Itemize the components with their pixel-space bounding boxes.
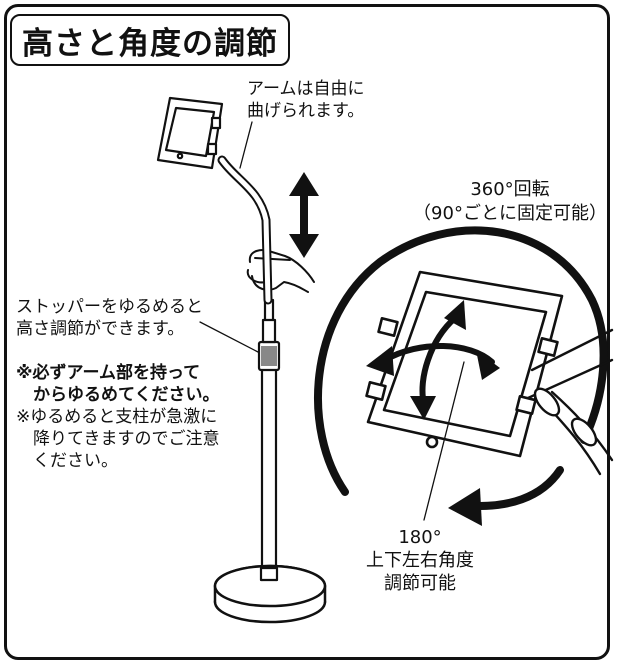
tilt-note-line3: 調節可能 xyxy=(384,573,456,594)
stopper-note-line1: ストッパーをゆるめると xyxy=(16,297,203,317)
horizontal-tilt-arrow-icon xyxy=(366,342,500,380)
rotation-note-line1: 360°回転 xyxy=(470,179,550,200)
tilt-note-line2: 上下左右角度 xyxy=(366,550,474,571)
tilt-note: 180° 上下左右角度 調節可能 xyxy=(360,526,480,595)
mount-arm-icon xyxy=(526,328,614,476)
tilt-note-line1: 180° xyxy=(398,527,442,548)
height-arrow-icon xyxy=(289,172,319,258)
warning-normal-line2: 降りてきますのでご注意 xyxy=(16,429,220,449)
stopper-icon xyxy=(257,318,281,372)
warning-bold-line1: ※必ずアーム部を持って xyxy=(16,363,201,383)
arm-note-line1: アームは自由に xyxy=(247,79,365,99)
small-tablet-icon xyxy=(156,96,224,170)
warning-normal-line1: ※ゆるめると支柱が急激に xyxy=(16,407,218,427)
large-tablet-icon xyxy=(365,270,564,458)
leader-line-tilt xyxy=(423,361,465,521)
base-icon xyxy=(213,564,327,624)
vertical-tilt-arrow-icon xyxy=(410,300,466,420)
rotation-360-arrow-icon xyxy=(313,226,608,496)
arm-note-line2: 曲げられます。 xyxy=(247,101,365,121)
warning-bold-line2: からゆるめてください。 xyxy=(16,385,220,405)
leader-line-stopper xyxy=(199,321,259,353)
arm-note: アームは自由に 曲げられます。 xyxy=(247,78,364,122)
warning-normal: ※ゆるめると支柱が急激に 降りてきますのでご注意 ください。 xyxy=(16,406,220,472)
rotation-note: 360°回転 （90°ごとに固定可能） xyxy=(410,178,610,226)
warning-bold: ※必ずアーム部を持って からゆるめてください。 xyxy=(16,362,220,406)
warning-normal-line3: ください。 xyxy=(16,451,118,471)
leader-line-arm xyxy=(239,121,253,169)
stopper-note-line2: 高さ調節ができます。 xyxy=(16,319,185,339)
stopper-note: ストッパーをゆるめると 高さ調節ができます。 xyxy=(16,296,203,340)
rotation-note-line2: （90°ごとに固定可能） xyxy=(413,203,607,224)
page-title: 高さと角度の調節 xyxy=(10,14,290,66)
rotation-return-arrow-icon xyxy=(448,466,564,526)
gooseneck-arm-icon xyxy=(217,155,273,305)
